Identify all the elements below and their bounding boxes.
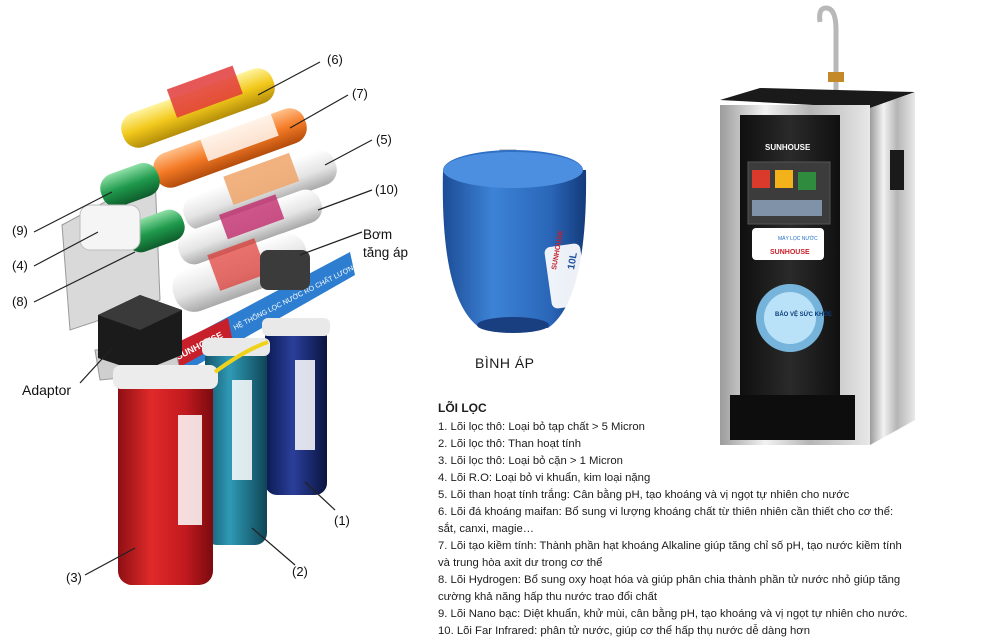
legend-item: 5. Lõi than hoạt tính trắng: Cân bằng pH… [438,489,850,501]
legend-item: 6. Lõi đá khoáng maifan: Bổ sung vi lượn… [438,506,894,535]
legend-item: 2. Lõi lọc thô: Than hoạt tính [438,438,581,450]
purifier-badge: MÁY LỌC NƯỚC SUNHOUSE [752,228,824,260]
bracket-brand-plate [172,318,232,368]
booster-pump [260,250,310,290]
tank-volume: 10L [566,252,580,271]
purifier-cabinet: SUNHOUSE MÁY LỌC NƯỚC SUNHOUSE BẢO VỆ SỨ… [720,5,915,445]
callout-adaptor: Adaptor [22,382,72,398]
filter-system: HỆ THỐNG LỌC NƯỚC RO CHẤT LƯỢNG CAO SUNH… [61,65,375,585]
purifier-brand: SUNHOUSE [765,143,811,152]
cartridge-5 [183,150,337,230]
legend-item: 4. Lõi R.O: Loại bỏ vi khuẩn, kim loại n… [438,472,651,484]
callout-3: (3) [66,570,82,585]
callout-9: (9) [12,223,28,238]
legend-item: 1. Lõi lọc thô: Loại bỏ tạp chất > 5 Mic… [438,421,645,433]
callout-8: (8) [12,294,28,309]
purifier-badge-brand: SUNHOUSE [770,249,810,256]
tank-caption: BÌNH ÁP [475,355,535,371]
cartridge-6 [121,65,275,148]
callout-10: (10) [375,182,399,197]
housing-1 [262,318,330,495]
legend-item: 3. Lõi lọc thô: Loại bỏ cặn > 1 Micron [438,455,623,467]
legend-item: 8. Lõi Hydrogen: Bổ sung oxy hoạt hóa và… [438,574,901,603]
callout-5: (5) [376,132,392,147]
adaptor [98,295,182,372]
legend-item: 7. Lõi tạo kiềm tính: Thành phần hạt kho… [438,540,902,569]
filter-legend: LÕI LỌC 1. Lõi lọc thô: Loại bỏ tạp chất… [438,400,908,640]
housing-3 [113,365,218,585]
purifier-splash: BẢO VỆ SỨC KHỎE [756,284,832,352]
callout-7: (7) [352,86,368,101]
faucet [817,5,839,95]
cartridge-7 [153,107,307,188]
cartridge-10 [177,189,323,265]
legend-item: 9. Lõi Nano bạc: Diệt khuẩn, khử mùi, câ… [438,608,908,620]
callout-2: (2) [292,564,308,579]
pressure-tank: SUNHOUSE 10L [442,149,588,333]
callout-4: (4) [12,258,28,273]
callout-pump: Bơm tăng áp [363,227,409,260]
callout-lines [33,61,373,576]
callout-1: (1) [334,513,350,528]
purifier-badge-text: MÁY LỌC NƯỚC [778,235,818,242]
legend-title: LÕI LỌC [438,401,487,415]
callout-6: (6) [327,52,343,67]
legend-item: 10. Lõi Far Infrared: phân tử nước, giúp… [438,625,810,637]
cartridge-9 [100,162,160,208]
tank-label: SUNHOUSE 10L [544,230,588,309]
housing-2 [202,338,270,545]
purifier-bubble-text: BẢO VỆ SỨC KHỎE [775,310,832,318]
faucet-valve [828,72,844,82]
